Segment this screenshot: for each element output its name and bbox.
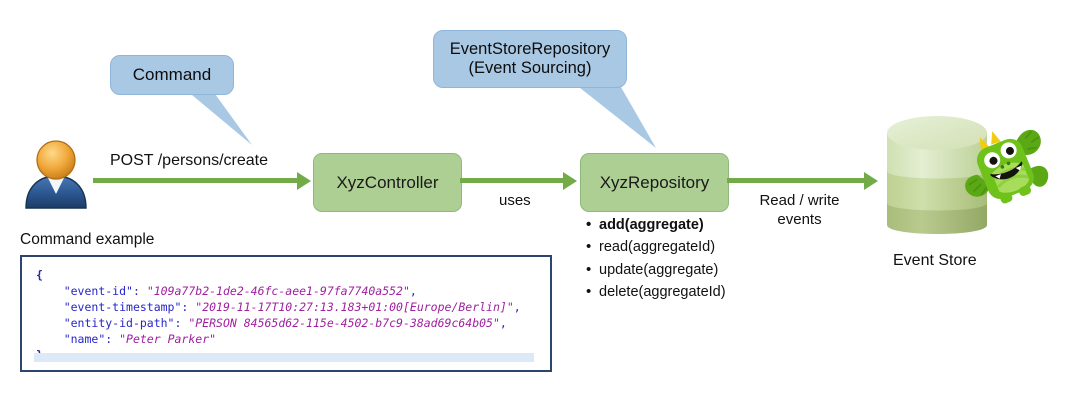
arrow-readwrite-head [864,171,878,190]
box-xyz-repository[interactable]: XyzRepository [580,153,729,212]
callout-esr-line1: EventStoreRepository [449,39,611,58]
label-read-write-line1: Read / write [759,192,840,209]
json-comma-2: , [499,316,507,330]
json-key-3: "name": [63,332,113,346]
list-item: add(aggregate) [584,213,726,237]
command-callout-tail [180,85,252,145]
box-xyz-controller[interactable]: XyzController [313,153,462,212]
json-key-1: "event-timestamp": [63,300,189,314]
list-item: read(aggregateId) [584,235,726,259]
arrow-request-head [297,171,311,190]
arrow-request-line [93,178,298,183]
event-store-dragon-mascot-icon [965,129,1049,204]
box-xyz-controller-label: XyzController [336,172,439,192]
label-post-persons-create: POST /persons/create [110,152,268,169]
callout-event-store-repository: EventStoreRepository (Event Sourcing) [433,30,627,88]
json-key-0: "event-id": [63,284,140,298]
box-xyz-repository-label: XyzRepository [599,172,710,192]
repository-method-list: add(aggregate) read(aggregateId) update(… [584,213,726,304]
event-store-cylinder-icon [887,116,987,234]
json-value-0: "109a77b2-1de2-46fc-aee1-97fa7740a552" [146,284,410,298]
json-value-2: "PERSON 84565d62-115e-4502-b7c9-38ad69c6… [188,316,500,330]
json-open-brace: { [36,268,43,282]
command-example-code: { "event-id": "109a77b2-1de2-46fc-aee1-9… [36,267,521,363]
label-uses: uses [499,192,531,209]
json-key-2: "entity-id-path": [63,316,182,330]
label-event-store: Event Store [893,252,977,269]
callout-esr-line2: (Event Sourcing) [468,59,592,77]
callout-command-label: Command [132,64,212,84]
user-actor-icon [25,140,87,209]
arrow-uses-head [563,171,577,190]
json-comma-1: , [513,300,521,314]
list-item: delete(aggregateId) [584,280,726,304]
json-value-3: "Peter Parker" [119,332,217,346]
command-example-heading: Command example [20,231,155,248]
json-value-1: "2019-11-17T10:27:13.183+01:00[Europe/Be… [195,300,514,314]
arrow-uses-line [460,178,564,183]
code-selection-row [34,353,534,362]
callout-command: Command [110,55,234,95]
arrow-readwrite-line [727,178,865,183]
event-store-repository-callout-tail [570,80,656,148]
list-item: update(aggregate) [584,258,726,282]
label-read-write-line2: events [777,210,822,228]
json-comma-0: , [409,284,417,298]
label-read-write-events: Read / write events [742,192,857,230]
command-example-code-box[interactable]: { "event-id": "109a77b2-1de2-46fc-aee1-9… [20,255,552,372]
